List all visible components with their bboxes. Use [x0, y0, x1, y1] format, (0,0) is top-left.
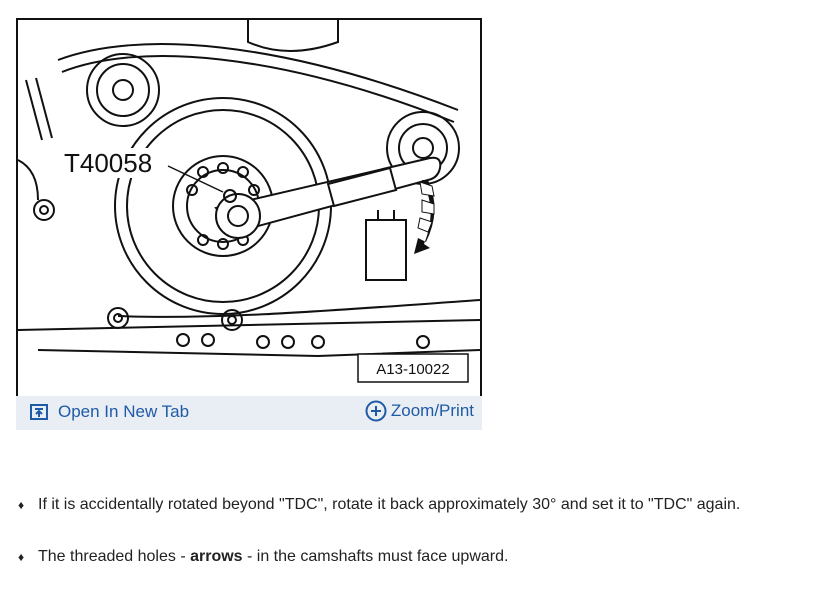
open-in-new-tab-label: Open In New Tab: [58, 402, 190, 421]
figure-toolbar: Open In New Tab Zoom/Print: [16, 396, 482, 430]
list-item: ♦ If it is accidentally rotated beyond "…: [18, 494, 818, 516]
drive-belt-bottom: [117, 299, 480, 318]
drive-belt-top: [57, 43, 459, 111]
instruction-text-pre: The threaded holes -: [38, 548, 191, 565]
diamond-bullet-icon: ♦: [18, 498, 25, 512]
zoom-print-label: Zoom/Print: [390, 401, 474, 420]
instruction-text-bold: arrows: [190, 548, 243, 565]
plus-circle-icon: [365, 400, 387, 422]
drive-belt-top-inner: [61, 55, 455, 123]
instruction-text: If it is accidentally rotated beyond "TD…: [38, 496, 741, 513]
engine-illustration: T40058 A13-10022: [16, 18, 482, 398]
open-in-new-tab-link[interactable]: Open In New Tab: [30, 402, 189, 422]
instruction-text: The threaded holes - arrows - in the cam…: [38, 546, 508, 568]
ratchet-head: [215, 193, 261, 239]
top-component: [247, 20, 339, 52]
diamond-bullet-icon: ♦: [18, 550, 25, 564]
figure-id-box: [357, 353, 469, 383]
open-new-tab-icon: [30, 404, 48, 420]
rotation-arrow: [414, 180, 435, 254]
engine-drawing: T40058 A13-10022: [18, 20, 480, 383]
zoom-print-link[interactable]: Zoom/Print: [365, 400, 474, 422]
list-item: ♦ The threaded holes - arrows - in the c…: [18, 546, 818, 568]
tool-callout-label: T40058: [64, 148, 152, 178]
figure-id-label: A13-10022: [376, 361, 449, 378]
instruction-text-post: - in the camshafts must face upward.: [242, 548, 509, 565]
tensioner-pulley: [86, 53, 160, 127]
figure-container: T40058 A13-10022 Open In New Tab: [16, 18, 482, 430]
callout-line: [167, 165, 224, 193]
instruction-list: ♦ If it is accidentally rotated beyond "…: [18, 494, 818, 598]
